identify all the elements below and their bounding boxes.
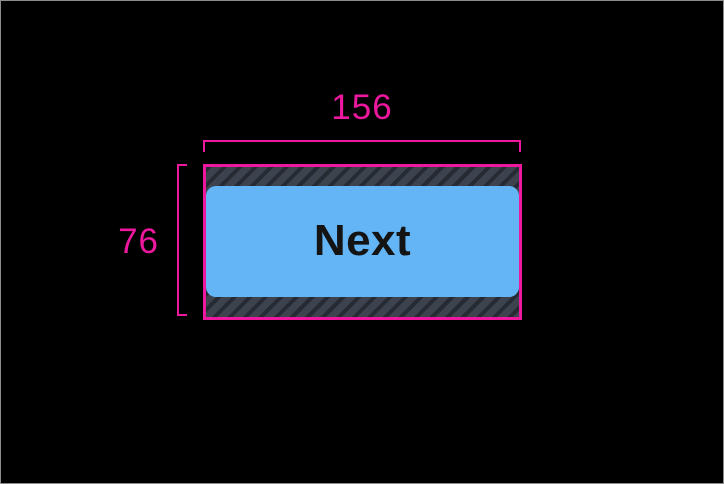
touch-target-outline: Next [203, 164, 522, 320]
height-dimension-bracket [177, 164, 187, 316]
next-button[interactable]: Next [206, 186, 519, 297]
height-dimension-label: 76 [118, 222, 159, 261]
next-button-label: Next [313, 215, 412, 265]
width-dimension-bracket [203, 140, 521, 152]
width-dimension-label: 156 [331, 88, 393, 127]
